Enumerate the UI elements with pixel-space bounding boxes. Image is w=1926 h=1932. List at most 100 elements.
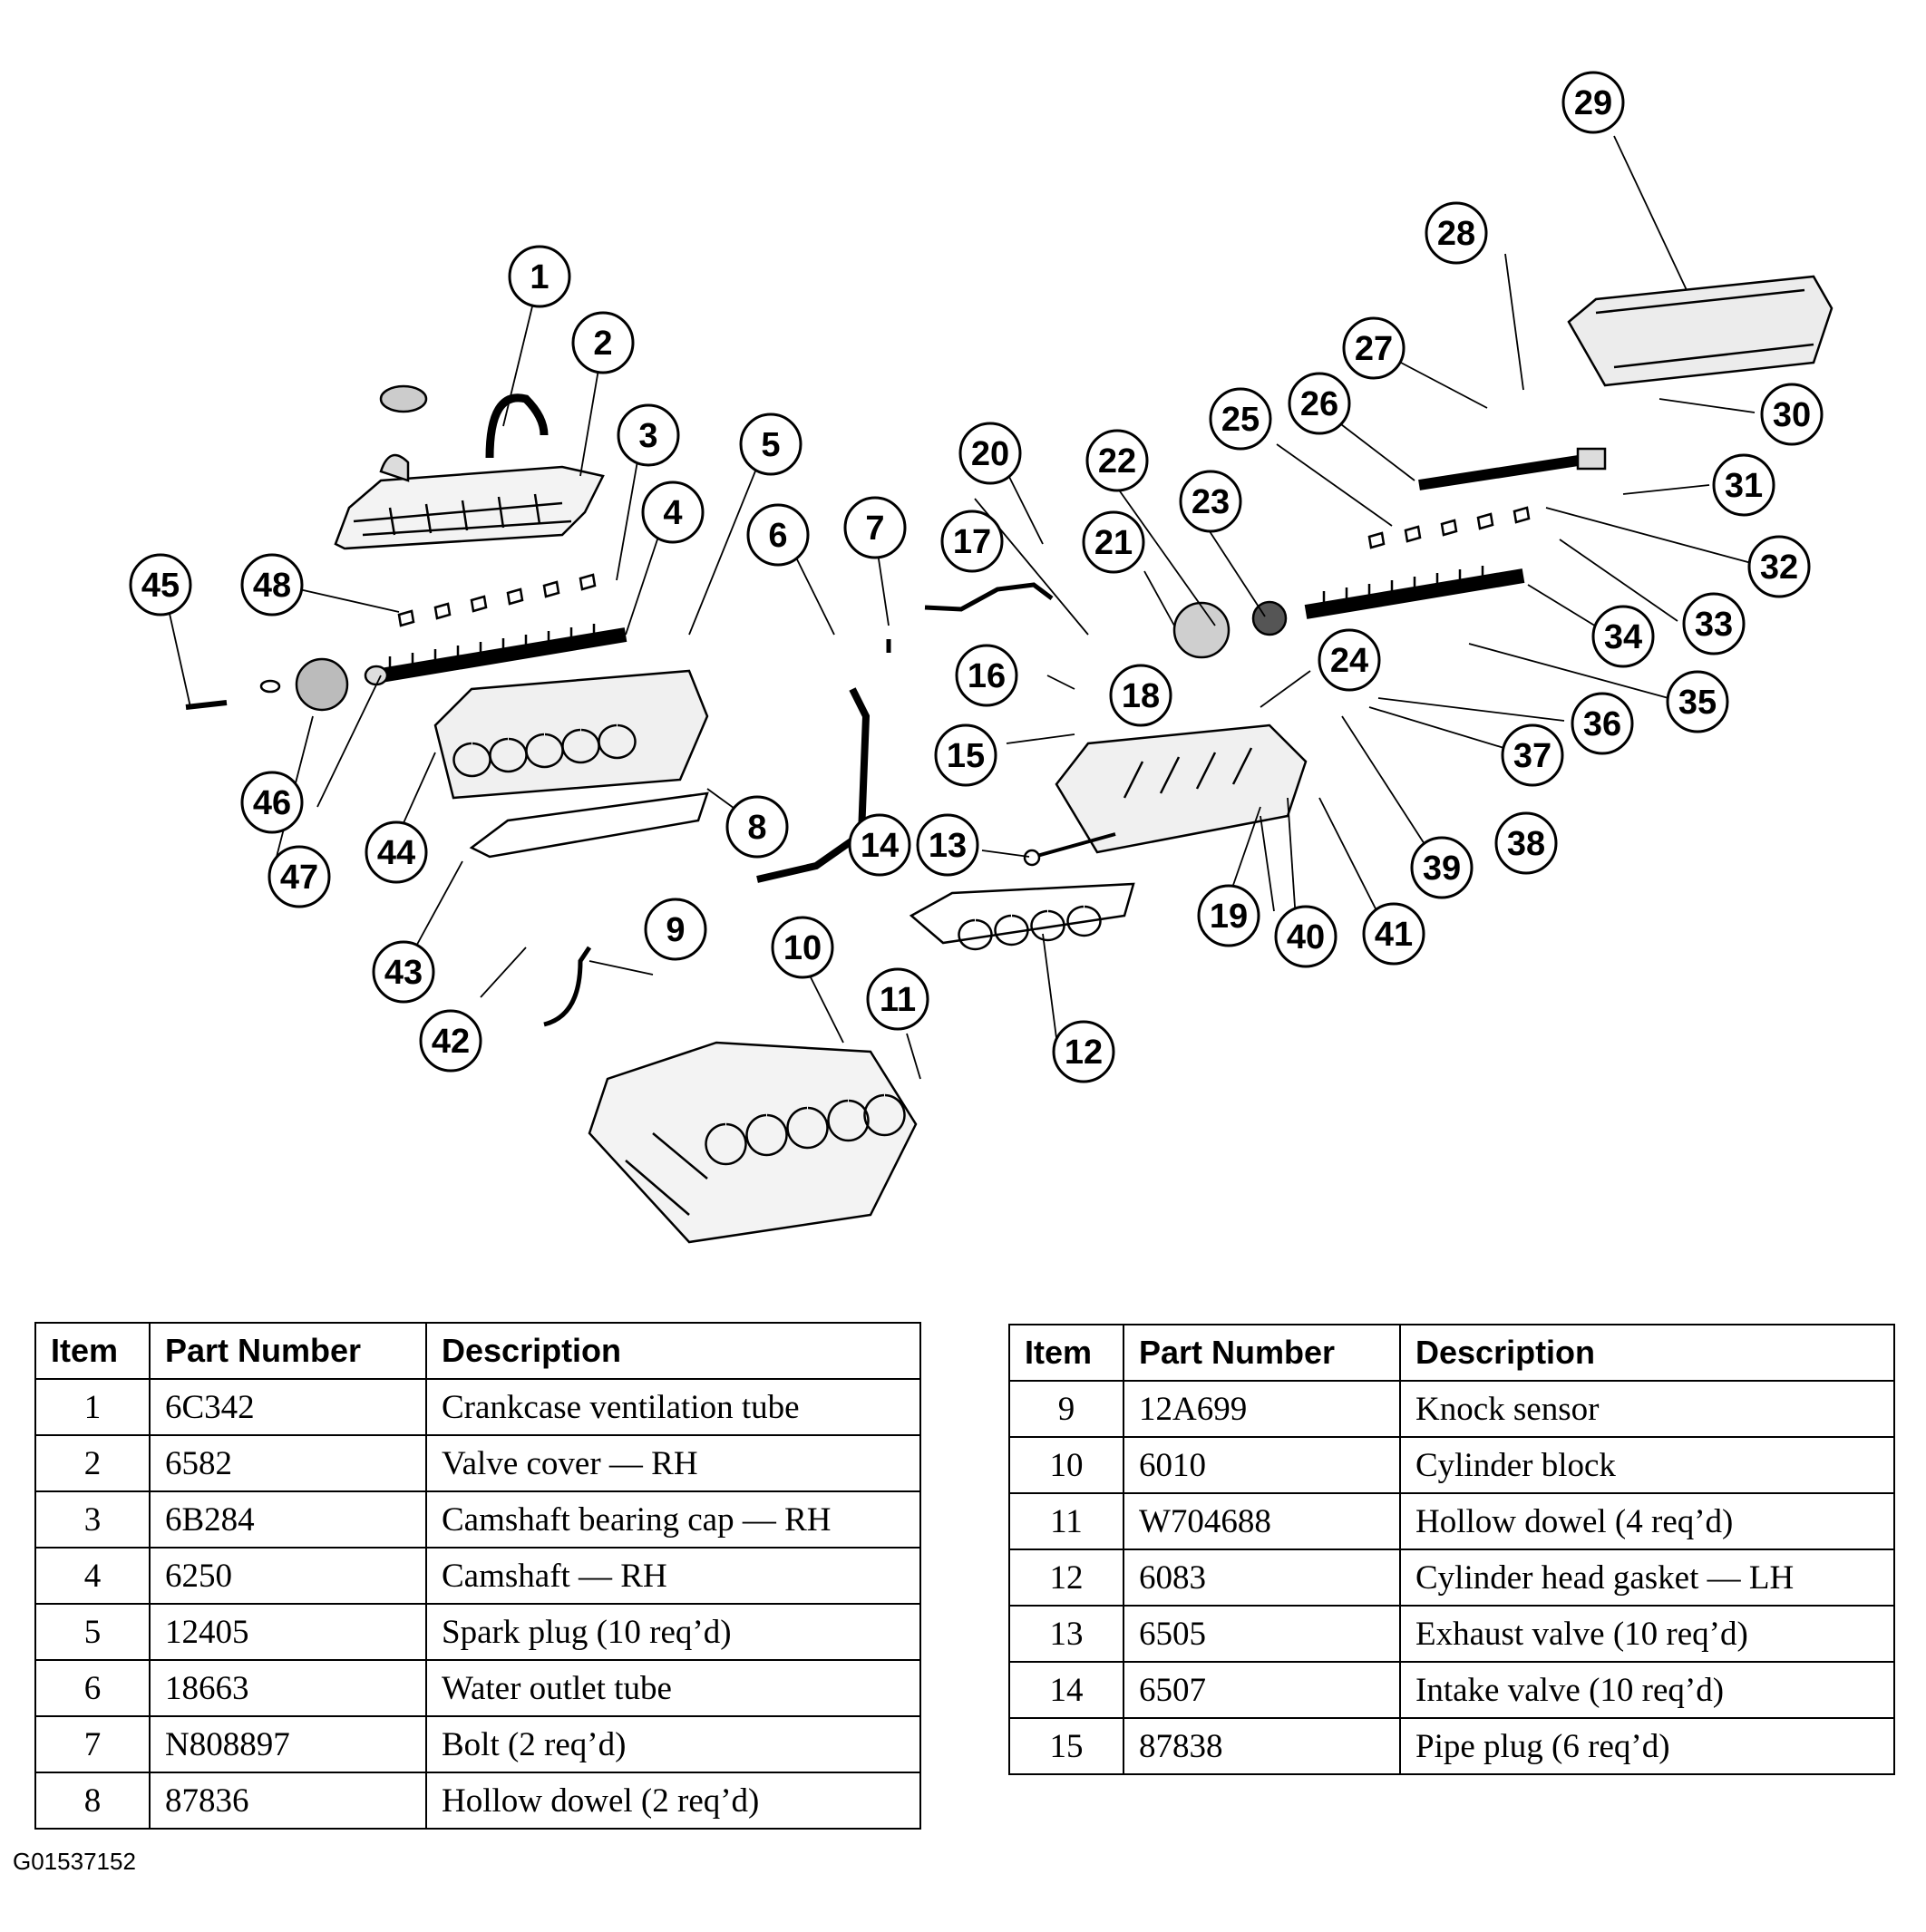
part-number-cell: 6010 — [1123, 1436, 1401, 1494]
svg-text:41: 41 — [1375, 916, 1413, 954]
callout-26: 26 — [1288, 372, 1351, 435]
camshaft-sprocket-lh — [1172, 601, 1230, 659]
callout-39: 39 — [1410, 836, 1474, 899]
svg-text:21: 21 — [1094, 524, 1133, 562]
cylinder-block — [588, 1041, 918, 1244]
callout-9: 9 — [644, 898, 707, 961]
item-cell: 10 — [1008, 1436, 1124, 1494]
item-cell: 4 — [34, 1547, 151, 1605]
svg-text:31: 31 — [1725, 467, 1763, 505]
callout-16: 16 — [955, 644, 1018, 707]
callout-21: 21 — [1082, 510, 1145, 574]
callout-8: 8 — [725, 795, 789, 859]
callout-2: 2 — [571, 311, 635, 374]
exploded-engine-diagram: 1 2 3 4 5 6 7 8 9 10 11 12 13 14 15 16 1… — [129, 71, 1834, 1244]
valve-cover-rh — [334, 384, 605, 550]
item-cell: 7 — [34, 1715, 151, 1773]
item-cell: 12 — [1008, 1549, 1124, 1607]
description-cell: Camshaft bearing cap — RH — [425, 1490, 921, 1549]
callout-43: 43 — [372, 940, 435, 1004]
callout-group: 1 2 3 4 5 6 7 8 9 10 11 12 13 14 15 16 1… — [129, 71, 1824, 1083]
part-number-cell: 6582 — [149, 1434, 427, 1492]
svg-text:15: 15 — [947, 737, 985, 775]
svg-text:9: 9 — [666, 911, 685, 949]
svg-text:22: 22 — [1098, 442, 1136, 481]
callout-1: 1 — [508, 245, 571, 308]
callout-35: 35 — [1666, 670, 1729, 733]
svg-text:36: 36 — [1583, 705, 1621, 743]
callout-41: 41 — [1362, 902, 1425, 966]
svg-text:38: 38 — [1507, 825, 1545, 863]
svg-text:13: 13 — [929, 827, 967, 865]
item-cell: 14 — [1008, 1661, 1124, 1719]
description-cell: Cylinder block — [1399, 1436, 1895, 1494]
item-cell: 6 — [34, 1659, 151, 1717]
description-cell: Intake valve (10 req’d) — [1399, 1661, 1895, 1719]
svg-text:16: 16 — [968, 657, 1006, 695]
description-cell: Camshaft — RH — [425, 1547, 921, 1605]
callout-45: 45 — [129, 553, 192, 616]
description-cell: Valve cover — RH — [425, 1434, 921, 1492]
callout-44: 44 — [365, 820, 428, 884]
svg-text:34: 34 — [1604, 618, 1642, 656]
callout-33: 33 — [1682, 592, 1746, 655]
callout-11: 11 — [866, 967, 929, 1031]
callout-42: 42 — [419, 1009, 482, 1073]
svg-text:5: 5 — [761, 426, 780, 464]
description-cell: Bolt (2 req’d) — [425, 1715, 921, 1773]
callout-30: 30 — [1760, 383, 1824, 446]
description-cell: Water outlet tube — [425, 1659, 921, 1717]
callout-17: 17 — [940, 510, 1004, 573]
callout-25: 25 — [1209, 387, 1272, 451]
item-cell: 5 — [34, 1603, 151, 1661]
callout-15: 15 — [934, 723, 997, 787]
svg-text:40: 40 — [1287, 918, 1325, 956]
knock-sensor — [543, 946, 592, 1027]
callout-18: 18 — [1109, 664, 1172, 727]
svg-text:39: 39 — [1423, 849, 1461, 888]
svg-text:18: 18 — [1122, 677, 1160, 715]
item-cell: 8 — [34, 1772, 151, 1830]
callout-37: 37 — [1501, 723, 1564, 787]
callout-28: 28 — [1425, 201, 1488, 265]
svg-text:12: 12 — [1065, 1034, 1103, 1072]
part-number-cell: 6B284 — [149, 1490, 427, 1549]
part-number-cell: 6083 — [1123, 1549, 1401, 1607]
callout-40: 40 — [1274, 905, 1338, 968]
part-number-cell: 12405 — [149, 1603, 427, 1661]
svg-text:2: 2 — [593, 325, 612, 363]
callout-36: 36 — [1571, 692, 1634, 755]
callout-3: 3 — [617, 403, 680, 467]
callout-10: 10 — [771, 916, 834, 979]
svg-text:20: 20 — [971, 435, 1009, 473]
item-cell: 1 — [34, 1378, 151, 1436]
svg-text:44: 44 — [377, 834, 415, 872]
description-cell: Cylinder head gasket — LH — [1399, 1549, 1895, 1607]
svg-text:37: 37 — [1513, 737, 1552, 775]
svg-text:17: 17 — [953, 523, 991, 561]
svg-text:11: 11 — [880, 981, 916, 1019]
header-part-number: Part Number — [149, 1322, 427, 1380]
camshaft-rh — [379, 624, 627, 683]
svg-text:29: 29 — [1574, 84, 1612, 122]
part-number-cell: 87838 — [1123, 1717, 1401, 1775]
valve-cover-lh — [1567, 275, 1834, 387]
svg-text:33: 33 — [1695, 606, 1733, 644]
head-gasket-rh — [469, 791, 709, 859]
head-gasket-lh — [909, 882, 1135, 945]
svg-text:19: 19 — [1210, 898, 1248, 936]
header-part-number: Part Number — [1123, 1324, 1401, 1382]
svg-text:3: 3 — [638, 417, 657, 455]
callout-7: 7 — [843, 496, 907, 559]
header-item: Item — [34, 1322, 151, 1380]
callout-4: 4 — [641, 481, 705, 544]
svg-text:6: 6 — [768, 517, 787, 555]
callout-23: 23 — [1179, 470, 1242, 533]
